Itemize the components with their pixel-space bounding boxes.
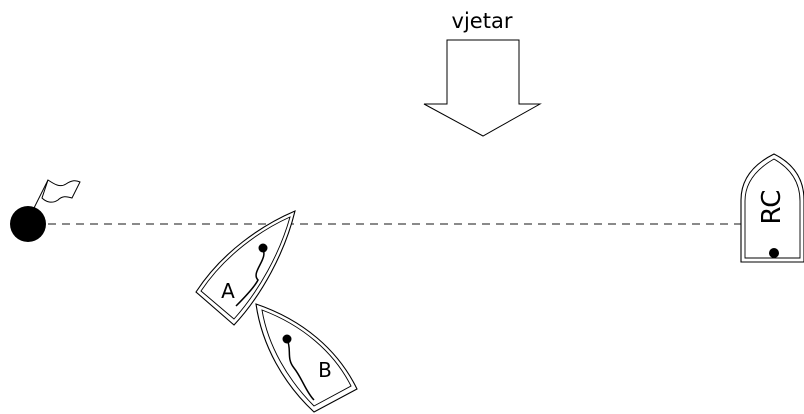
boat-a-label: A	[221, 279, 235, 303]
committee-boat-label: RC	[757, 190, 787, 225]
committee-boat-icon	[740, 153, 804, 263]
committee-boat-dot	[769, 248, 779, 258]
wind-label: vjetar	[452, 9, 513, 33]
buoy-icon	[10, 206, 46, 242]
boat-a-boom	[235, 247, 265, 307]
boat-a	[195, 210, 296, 326]
wind-arrow-icon	[423, 39, 542, 137]
boat-b-boom	[286, 338, 315, 401]
boat-b	[255, 303, 358, 413]
boat-b-label: B	[318, 358, 332, 382]
